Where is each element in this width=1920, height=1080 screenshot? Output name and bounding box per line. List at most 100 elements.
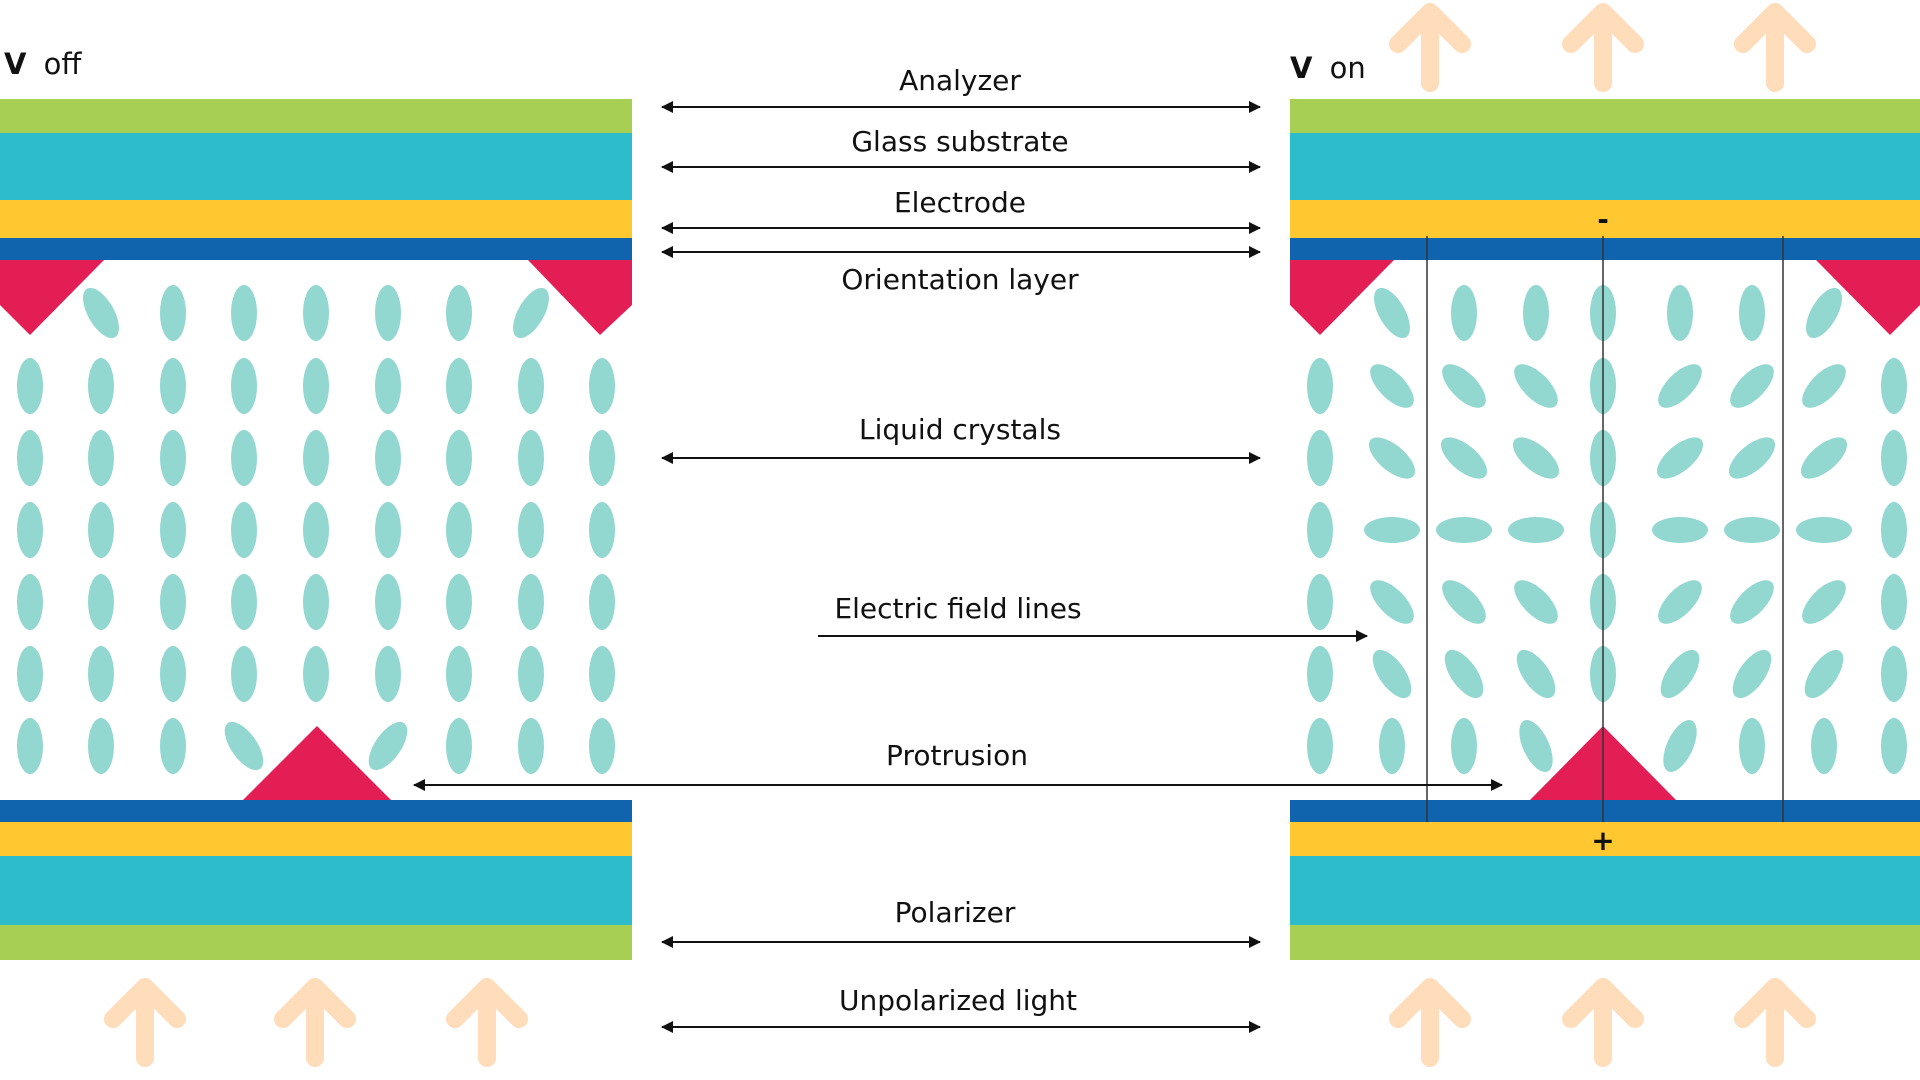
liquid-crystal-molecule xyxy=(1881,430,1907,486)
liquid-crystal-molecule xyxy=(518,502,544,558)
liquid-crystal-molecule xyxy=(1523,285,1549,341)
top-electrode-sign: - xyxy=(1597,203,1609,236)
liquid-crystal-molecule xyxy=(1514,580,1558,624)
left-bottom-stack xyxy=(0,800,632,960)
liquid-crystal-molecule xyxy=(1802,364,1846,408)
liquid-crystal-molecule xyxy=(303,358,329,414)
liquid-crystal-molecule xyxy=(1364,517,1420,543)
left-state-symbol: V xyxy=(4,47,27,81)
light-arrow xyxy=(446,978,528,1067)
liquid-crystal-molecule xyxy=(1800,437,1848,479)
liquid-crystal-molecule xyxy=(231,430,257,486)
liquid-crystal-molecule xyxy=(1730,364,1774,408)
liquid-crystal-molecule xyxy=(303,502,329,558)
liquid-crystal-molecule xyxy=(17,574,43,630)
liquid-crystal-molecule xyxy=(88,718,114,774)
liquid-crystal-molecule xyxy=(231,646,257,702)
liquid-crystal-molecule xyxy=(1519,720,1553,772)
liquid-crystal-molecule xyxy=(1796,517,1852,543)
liquid-crystal-molecule xyxy=(160,574,186,630)
right-bottom-orientation-layer xyxy=(1290,800,1920,822)
liquid-crystal-molecule xyxy=(1881,358,1907,414)
liquid-crystal-molecule xyxy=(1368,437,1416,479)
left-state-label: V off xyxy=(4,47,82,81)
liquid-crystal-molecule xyxy=(518,574,544,630)
liquid-crystal-molecule xyxy=(375,430,401,486)
liquid-crystal-molecule xyxy=(1660,649,1700,699)
liquid-crystal-molecule xyxy=(446,358,472,414)
transmitted-light-arrow xyxy=(1734,3,1816,92)
left-bottom-electrode xyxy=(0,822,632,856)
liquid-crystal-molecule xyxy=(1811,718,1837,774)
liquid-crystal-molecule xyxy=(518,646,544,702)
label-polarizer: Polarizer xyxy=(895,896,1016,929)
liquid-crystal-molecule xyxy=(88,502,114,558)
transmitted-light-arrow xyxy=(1389,3,1471,92)
liquid-crystal-molecule xyxy=(1451,718,1477,774)
right-bottom-glass xyxy=(1290,856,1920,925)
liquid-crystal-molecule xyxy=(589,502,615,558)
left-top-electrode xyxy=(0,200,632,238)
light-arrow xyxy=(274,978,356,1067)
liquid-crystal-molecule xyxy=(231,358,257,414)
right-liquid-crystal-layer xyxy=(1307,285,1907,774)
liquid-crystal-molecule xyxy=(160,285,186,341)
right-top-right-protrusion xyxy=(1816,260,1920,335)
liquid-crystal-molecule xyxy=(160,358,186,414)
right-top-orientation-layer xyxy=(1290,238,1920,260)
liquid-crystal-molecule xyxy=(231,574,257,630)
liquid-crystal-molecule xyxy=(1444,649,1484,699)
liquid-crystal-molecule xyxy=(1724,517,1780,543)
liquid-crystal-molecule xyxy=(589,430,615,486)
liquid-crystal-molecule xyxy=(375,646,401,702)
liquid-crystal-molecule xyxy=(303,574,329,630)
label-analyzer: Analyzer xyxy=(899,64,1021,97)
liquid-crystal-molecule xyxy=(375,285,401,341)
liquid-crystal-molecule xyxy=(1436,517,1492,543)
liquid-crystal-molecule xyxy=(160,646,186,702)
liquid-crystal-molecule xyxy=(17,430,43,486)
left-polarizer-film xyxy=(0,925,632,960)
liquid-crystal-molecule xyxy=(17,718,43,774)
left-state-text: off xyxy=(44,47,83,81)
label-liquid-crystals: Liquid crystals xyxy=(859,413,1061,446)
liquid-crystal-molecule xyxy=(1370,364,1414,408)
liquid-crystal-molecule xyxy=(1652,517,1708,543)
right-state-symbol: V xyxy=(1290,51,1313,85)
liquid-crystal-molecule xyxy=(368,721,408,771)
liquid-crystal-molecule xyxy=(1658,580,1702,624)
left-panel-voltage-off: V off xyxy=(0,47,632,1067)
right-bottom-stack xyxy=(1290,800,1920,960)
right-bottom-electrode xyxy=(1290,822,1920,856)
left-top-glass xyxy=(0,133,632,200)
liquid-crystal-molecule xyxy=(88,430,114,486)
liquid-crystal-molecule xyxy=(1739,718,1765,774)
right-light-arrows xyxy=(1389,978,1816,1067)
liquid-crystal-molecule xyxy=(1512,437,1560,479)
right-top-left-protrusion xyxy=(1290,260,1394,335)
liquid-crystal-molecule xyxy=(231,285,257,341)
label-electrode: Electrode xyxy=(894,186,1026,219)
liquid-crystal-molecule xyxy=(1372,649,1412,699)
label-unpolarized-light: Unpolarized light xyxy=(839,984,1077,1017)
left-analyzer-film xyxy=(0,99,632,133)
liquid-crystal-molecule xyxy=(160,502,186,558)
liquid-crystal-molecule xyxy=(518,718,544,774)
liquid-crystal-molecule xyxy=(1728,437,1776,479)
left-bottom-glass xyxy=(0,856,632,925)
right-top-stack xyxy=(1290,99,1920,260)
liquid-crystal-molecule xyxy=(83,287,119,339)
liquid-crystal-molecule xyxy=(88,574,114,630)
liquid-crystal-molecule xyxy=(1806,287,1842,339)
right-state-text: on xyxy=(1330,51,1366,85)
left-top-stack xyxy=(0,99,632,260)
liquid-crystal-molecule xyxy=(1667,285,1693,341)
liquid-crystal-molecule xyxy=(1379,718,1405,774)
liquid-crystal-molecule xyxy=(1307,574,1333,630)
liquid-crystal-molecule xyxy=(375,574,401,630)
liquid-crystal-molecule xyxy=(518,430,544,486)
liquid-crystal-molecule xyxy=(1307,358,1333,414)
liquid-crystal-molecule xyxy=(1440,437,1488,479)
liquid-crystal-molecule xyxy=(231,502,257,558)
